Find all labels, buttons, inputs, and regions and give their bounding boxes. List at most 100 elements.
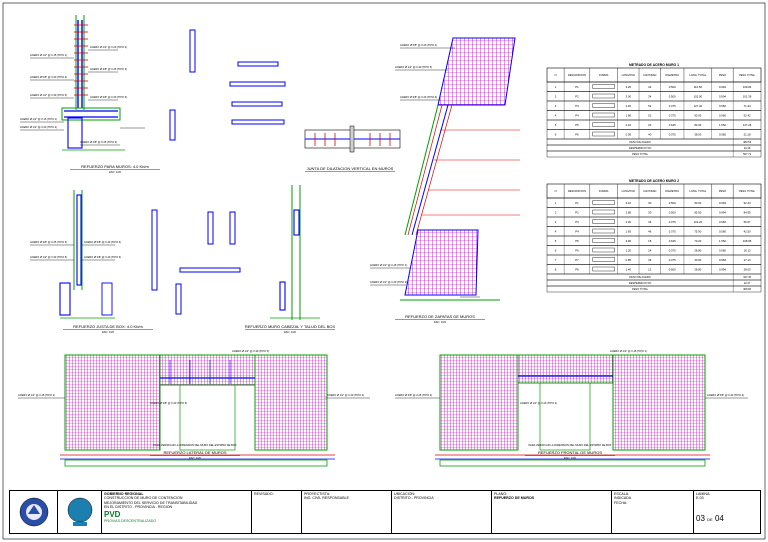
- total-value: 469.82: [743, 287, 751, 291]
- detail-box-wall: [30, 190, 115, 319]
- bar-label: ACERO Ø 3/8" @ 0.25 (TIPO 3): [30, 240, 67, 244]
- detail-lateral-wall: [18, 354, 370, 467]
- table-cell: 0.500: [669, 94, 676, 98]
- table-cell: 16.13: [744, 248, 751, 252]
- table-cell: 6: [555, 132, 557, 136]
- project-line-3: EN EL DISTRITO - PROVINCIA - REGION: [104, 505, 173, 510]
- bar-label: ACERO Ø 5/8" @ 0.20 (TIPO 4): [30, 75, 67, 79]
- sheet-code: E-03: [696, 496, 704, 501]
- bar-shape-icon: [592, 257, 615, 262]
- bar-shape-icon: [592, 93, 615, 99]
- table-cell: 82.00: [694, 123, 701, 127]
- table-header: LONG. TOTAL: [689, 73, 706, 77]
- table-cell: 0.994: [719, 201, 726, 205]
- table-cell: 30: [648, 201, 652, 205]
- table-cell: 1.80: [626, 113, 632, 117]
- table-cell: 0.994: [719, 210, 726, 214]
- project-cell: GOBIERNO REGIONAL CONSTRUCCION DE MURO D…: [102, 491, 252, 533]
- plan-title: REFUERZO DE MUROS: [494, 496, 535, 501]
- caption-d6: REFUERZO LATERAL DE MUROS: [163, 450, 226, 455]
- table-cell: 0.994: [719, 267, 726, 271]
- table-cell: 0.375: [669, 113, 676, 117]
- table-cell: 110.50: [694, 85, 703, 89]
- date-label: FECHA:: [614, 500, 628, 505]
- table-cell: 1.552: [719, 239, 726, 243]
- table-cell: 127.40: [694, 104, 703, 108]
- table-cell: P6: [575, 248, 579, 252]
- bar-label: ACERO Ø 1/2" @ 0.20 (TIPO 2): [327, 393, 364, 397]
- table-title: METRADO DE ACERO MURO 1: [629, 63, 679, 67]
- table-cell: 0.500: [669, 267, 676, 271]
- table-cell: 52: [648, 113, 652, 117]
- table-header: N: [555, 73, 557, 77]
- table-header: PESO: [719, 73, 726, 77]
- table-cell: 0.560: [719, 258, 726, 262]
- bar-shape-icon: [592, 219, 615, 224]
- caption-d1: REFUERZO PARA MUROS: 4.0 Kb/m: [81, 164, 149, 169]
- bar-shape-icon: [592, 238, 615, 243]
- bar-shape-icon: [592, 266, 615, 272]
- bar-shape-icon: [592, 112, 615, 118]
- table-cell: 2.85: [626, 210, 632, 214]
- logo-cell-2: [58, 491, 102, 533]
- bar-label: ACERO Ø 3/8" @ 0.20 (TIPO 6): [90, 95, 127, 99]
- table-header: DIAMETRO: [665, 73, 679, 77]
- detail-frontal-wall: [395, 354, 748, 467]
- table-header: PESO TOTAL: [739, 189, 756, 193]
- detail-wall-section: [20, 15, 145, 151]
- table-cell: 101.20: [694, 220, 703, 224]
- table-cell: 21.28: [744, 132, 751, 136]
- bar-label: ACERO Ø 1/2" @ 0.20 (TIPO 2): [520, 401, 557, 405]
- bar-shape-icon: [592, 247, 615, 253]
- table-header: LONGITUD: [622, 73, 636, 77]
- table-cell: 0.375: [669, 132, 676, 136]
- table-cell: 92.44: [744, 201, 751, 205]
- bar-shape-icon: [592, 200, 615, 205]
- table-cell: 0.500: [669, 201, 676, 205]
- table-cell: 30: [648, 210, 652, 214]
- total-label: DESPERDICIO 5%: [629, 281, 652, 285]
- table-cell: 0.625: [669, 123, 676, 127]
- caption-d7: REFUERZO FRONTAL DE MUROS: [538, 450, 602, 455]
- table-cell: 42.50: [744, 229, 751, 233]
- bar-shape-icon: [592, 84, 615, 89]
- table-header: CANTIDAD: [643, 73, 656, 77]
- table-cell: 0.95: [626, 132, 632, 136]
- table-cell: 0.560: [719, 104, 726, 108]
- total-value: 507.71: [743, 152, 751, 156]
- bar-label: ACERO Ø 1/2" @ 0.30 (TIPO 5): [232, 349, 269, 353]
- detail-bar-shapes-2: [151, 209, 241, 315]
- detail-bar-shapes: [169, 29, 286, 141]
- total-label: PESO DE ACERO: [629, 140, 650, 144]
- bar-shape-icon: [592, 209, 615, 215]
- bar-label: ACERO Ø 5/8" @ 0.20 (TIPO 4): [707, 393, 744, 397]
- table-cell: 1.552: [719, 123, 726, 127]
- table-cell: P2: [575, 210, 579, 214]
- table-cell: P4: [575, 113, 579, 117]
- detail-vertical-joint: [304, 125, 401, 153]
- logo-cell: [10, 491, 58, 533]
- reviewer-label: REVISADO:: [254, 492, 274, 496]
- table-cell: 20: [648, 123, 652, 127]
- total-value: 22.37: [744, 281, 751, 285]
- table-cell: 5: [555, 123, 557, 127]
- table-cell: 28.80: [694, 267, 701, 271]
- sheet-number: 03 DE 04: [696, 515, 724, 523]
- table-header: LONGITUD: [622, 189, 636, 193]
- location-value: DISTRITO - PROVINCIA: [394, 496, 434, 501]
- table-cell: 0.560: [719, 248, 726, 252]
- table-cell: 36: [648, 258, 652, 262]
- caption-d2: JUNTA DE DILATACION VERTICAL EN MUROS: [307, 166, 394, 171]
- scale-cell: ESCALA: INDICADA FECHA:: [612, 491, 694, 533]
- table-cell: 28.80: [694, 248, 701, 252]
- scale-d3: ESC: 1/20: [434, 320, 446, 324]
- table-cell: P4: [575, 229, 579, 233]
- entity-name: GOBIERNO REGIONAL: [104, 492, 144, 496]
- table-cell: 56.67: [744, 220, 751, 224]
- caption-d4: REFUERZO JUSTA DE BOX: 4.0 Kb/m: [73, 324, 143, 329]
- table-header: PESO: [719, 189, 726, 193]
- table-cell: 85.50: [694, 210, 701, 214]
